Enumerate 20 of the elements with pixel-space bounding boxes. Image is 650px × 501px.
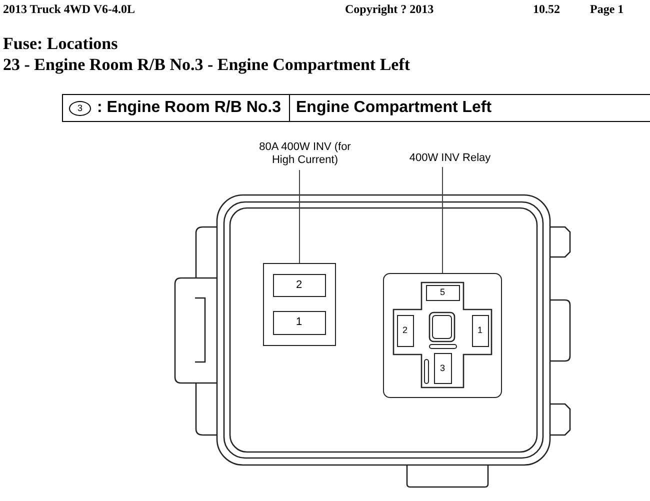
- terminal-slot: 2: [396, 314, 414, 346]
- page-number: Page 1: [590, 3, 624, 17]
- leader-line: [299, 170, 300, 264]
- subtitle: 23 - Engine Room R/B No.3 - Engine Compartment Left: [3, 55, 410, 75]
- connector-block: [263, 263, 336, 346]
- time-text: 10.52: [533, 3, 560, 17]
- relay-block-name: : Engine Room R/B No.3: [97, 99, 281, 117]
- location-cell-text: Engine Compartment Left: [295, 98, 493, 118]
- circled-number: 3: [69, 100, 91, 116]
- header-text: 2013 Truck 4WD V6-4.0L: [3, 3, 136, 17]
- terminal-slot: 5: [426, 284, 460, 300]
- terminal-slot: 1: [272, 310, 326, 334]
- title: Fuse: Locations: [3, 34, 118, 54]
- leader-line: [442, 166, 443, 274]
- component-label: 400W INV Relay: [395, 151, 505, 165]
- component-label: 80A 400W INV (for High Current): [256, 140, 354, 168]
- terminal-slot: 2: [272, 274, 326, 296]
- copyright-text: Copyright ? 2013: [345, 3, 434, 17]
- terminal-slot: 3: [434, 352, 452, 384]
- terminal-slot: 1: [472, 314, 488, 346]
